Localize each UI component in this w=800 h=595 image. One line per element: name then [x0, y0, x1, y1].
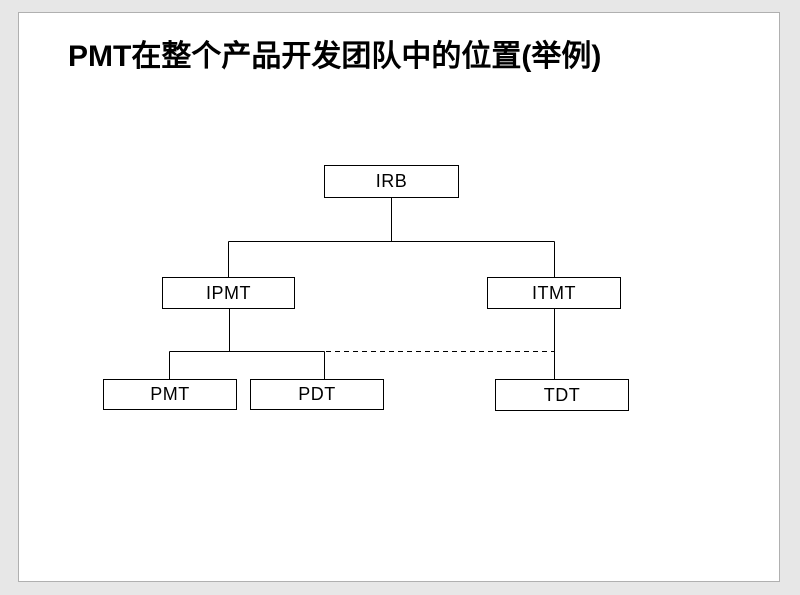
org-node-irb: IRB — [324, 165, 459, 198]
org-node-itmt: ITMT — [487, 277, 621, 309]
org-node-pdt: PDT — [250, 379, 384, 410]
org-node-pmt: PMT — [103, 379, 237, 410]
slide-title: PMT在整个产品开发团队中的位置(举例) — [68, 40, 602, 73]
org-chart-connectors — [169, 198, 555, 379]
slide: PMT在整个产品开发团队中的位置(举例) — [18, 12, 780, 582]
org-node-tdt: TDT — [495, 379, 629, 411]
org-node-ipmt: IPMT — [162, 277, 295, 309]
org-chart: IRB IPMT ITMT PMT PDT TDT — [19, 13, 779, 581]
